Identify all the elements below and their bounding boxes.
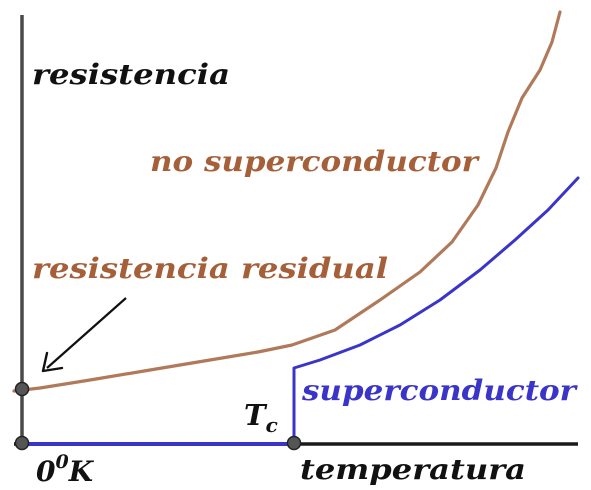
- y-axis-label: resistencia: [32, 58, 230, 91]
- critical-temperature-label: Tc: [244, 398, 278, 437]
- residual-arrow-shaft: [46, 297, 127, 369]
- origin-point: [14, 435, 30, 451]
- normal-resistance-curve: [12, 10, 562, 393]
- critical-temperature-main: T: [244, 398, 268, 432]
- origin-superscript: 0: [55, 451, 68, 473]
- origin-unit: K: [68, 455, 95, 488]
- normal-curve-label: no superconductor: [150, 145, 480, 178]
- critical-temperature-sub: c: [266, 413, 278, 437]
- residual-point: [14, 381, 30, 397]
- origin-main: 0: [36, 455, 56, 488]
- residual-resistance-label: resistencia residual: [32, 252, 388, 285]
- critical-temperature-point: [286, 435, 302, 451]
- superconductor-resistance-curve: [292, 176, 580, 370]
- superconductor-label: superconductor: [301, 374, 579, 407]
- x-axis-label: temperatura: [300, 453, 526, 486]
- origin-label: 00K: [36, 451, 95, 488]
- residual-arrow-head: [41, 351, 64, 373]
